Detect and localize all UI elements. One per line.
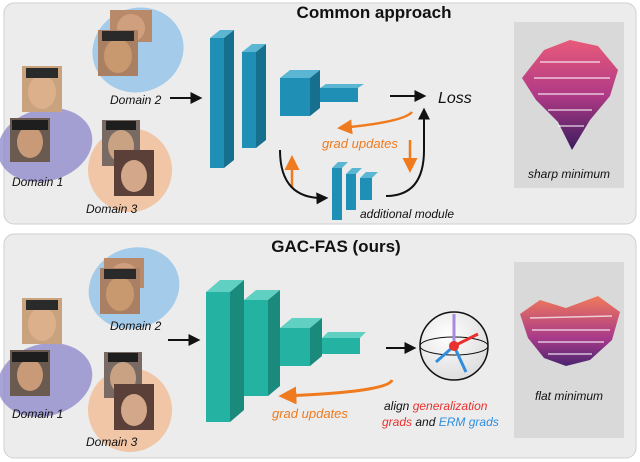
top-minimum-caption: sharp minimum [528,167,610,181]
top-block-1 [210,30,234,168]
bottom-face-domain1-b [10,350,50,396]
align-line-2: grads and ERM grads [382,415,499,429]
bottom-minimum-box: flat minimum [514,262,624,438]
top-network [210,30,364,168]
top-module-label: additional module [360,207,454,221]
flat-surface [520,296,620,366]
top-domain3-label: Domain 3 [86,202,138,216]
bottom-domain2-label: Domain 2 [110,319,162,333]
top-grad-label: grad updates [322,136,398,151]
face-domain1-a [22,66,62,112]
top-panel: Common approach [0,2,637,225]
top-additional-module [332,162,378,220]
bottom-block-4 [322,332,366,354]
bottom-title: GAC-FAS (ours) [271,237,400,256]
bottom-face-domain3-b [114,384,154,430]
face-domain3-b [114,150,154,196]
top-title: Common approach [297,3,452,22]
generalization-word: generalization [413,399,488,413]
top-domain1-label: Domain 1 [12,175,63,189]
bottom-minimum-caption: flat minimum [535,389,603,403]
bottom-grad-arrow [278,379,394,405]
top-grad-arrow [337,111,413,135]
top-block-2 [242,44,266,148]
bottom-network [206,280,366,422]
top-module-to-loss-arrow [385,107,430,197]
bottom-panel: GAC-FAS (ours) [0,233,637,459]
align-word: align [384,399,410,413]
bottom-face-domain1-a [22,298,62,344]
bottom-block-2 [244,290,280,396]
face-domain1-b [10,118,50,162]
bottom-domain3-label: Domain 3 [86,435,138,449]
and-word: and [415,415,435,429]
top-loss-label: Loss [438,90,472,107]
top-block-4 [320,84,364,102]
bottom-domain1-label: Domain 1 [12,407,63,421]
bottom-face-domain2-b [100,268,140,314]
top-block-3 [280,70,320,116]
gradient-sphere [419,311,489,381]
erm-grads: ERM grads [439,415,499,429]
sharp-surface-lines [534,61,610,127]
top-domain2-label: Domain 2 [110,93,162,107]
align-line-1: align generalization [384,399,488,413]
sharp-surface [522,40,618,150]
bottom-block-1 [206,280,244,422]
grads-word: grads [382,415,412,429]
bottom-block-3 [280,318,322,366]
top-minimum-box: sharp minimum [514,22,624,188]
flat-surface-lines [529,315,613,355]
face-domain2-b [98,30,138,76]
bottom-grad-label: grad updates [272,406,348,421]
sphere-center [449,341,459,351]
top-to-module-arrow [279,149,329,205]
